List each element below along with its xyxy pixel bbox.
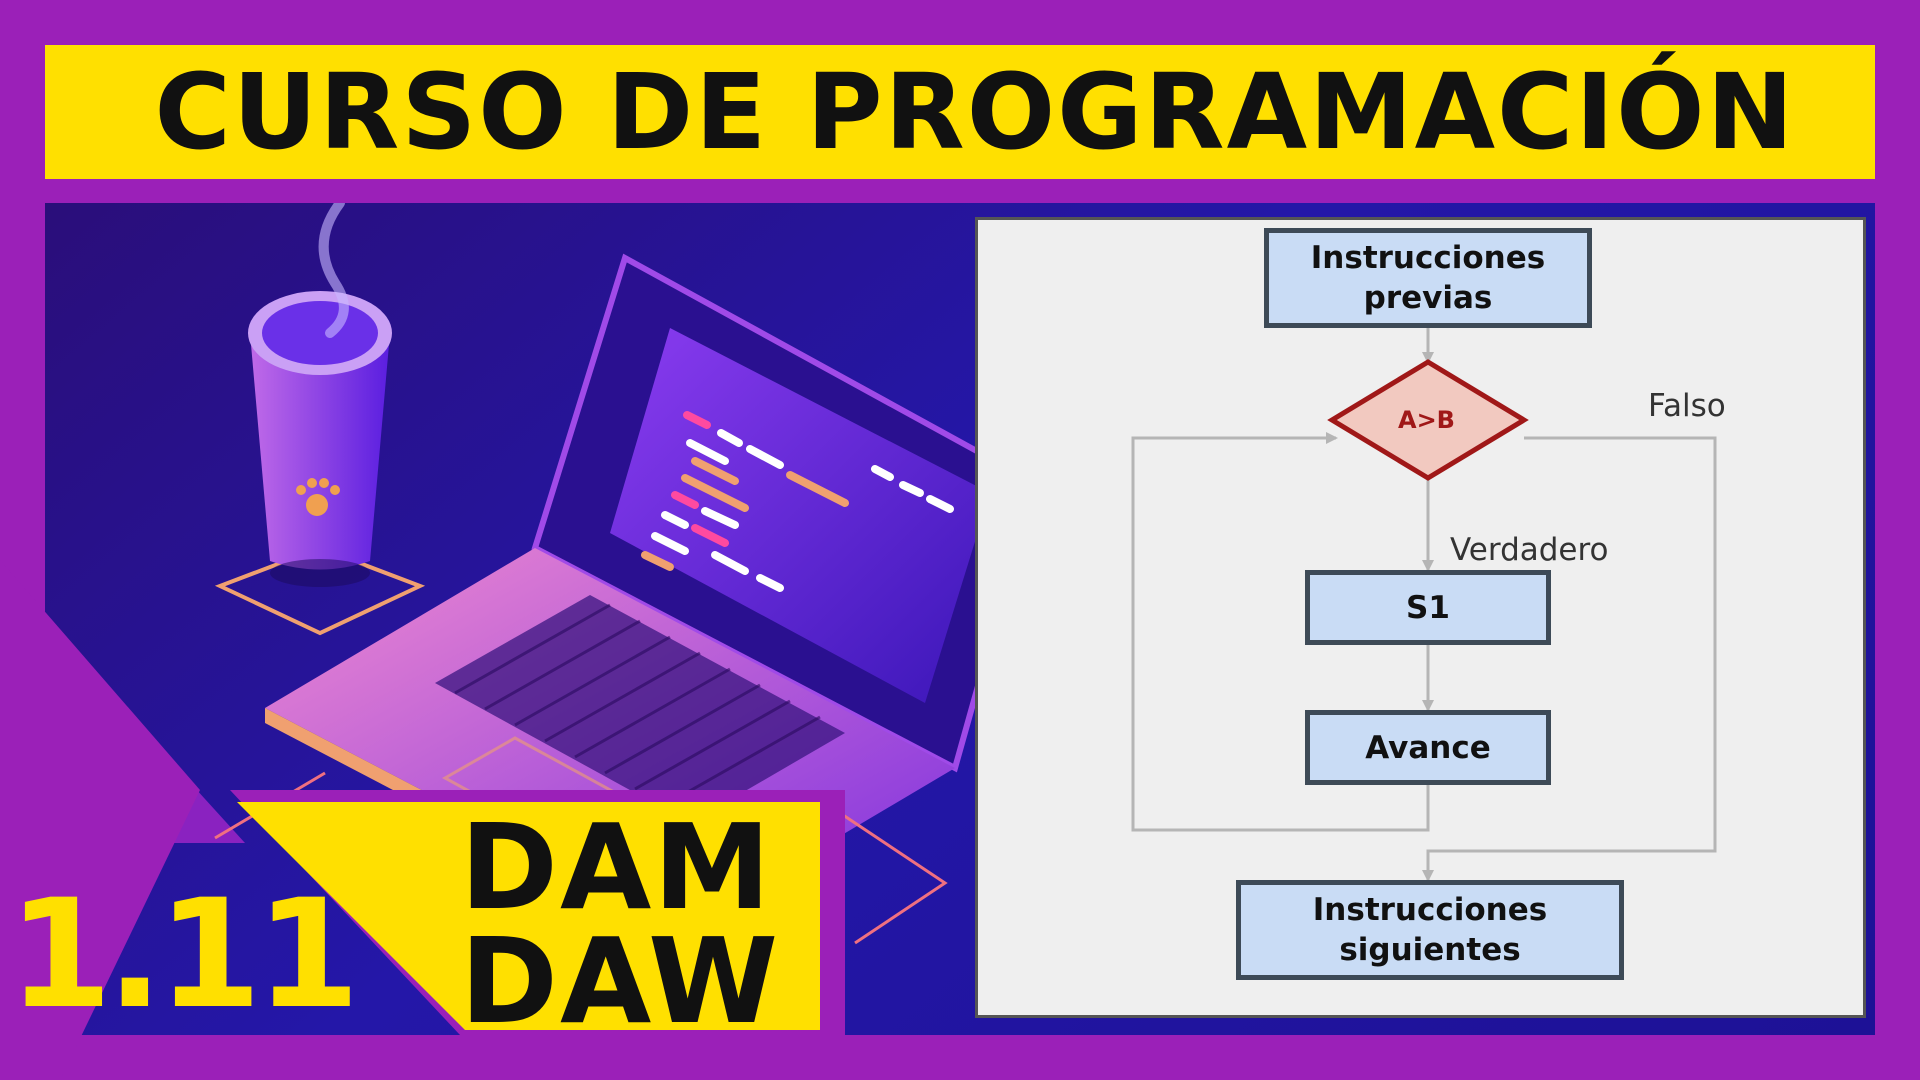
false-branch-label: Falso: [1648, 388, 1726, 424]
badge-line1: DAM: [460, 798, 773, 936]
steam-icon: [318, 203, 349, 338]
node-advance: Avance: [1305, 710, 1551, 785]
edge-loop-back: [1131, 432, 1430, 832]
episode-number: 1.11: [8, 868, 360, 1042]
node-next-instructions: Instrucciones siguientes: [1236, 880, 1624, 980]
edge-condition-false: [1422, 436, 1717, 882]
condition-label: A>B: [1398, 406, 1455, 434]
coffee-cup-icon: [248, 291, 392, 587]
flowchart-panel: Instrucciones previas A>B S1 Avance Inst…: [975, 217, 1866, 1018]
true-branch-label: Verdadero: [1450, 532, 1609, 568]
node-s1: S1: [1305, 570, 1551, 645]
node-previous-instructions: Instrucciones previas: [1264, 228, 1592, 328]
course-title: CURSO DE PROGRAMACIÓN: [154, 51, 1796, 173]
condition-diamond: [1327, 359, 1529, 481]
paw-print-icon: [296, 478, 340, 516]
title-banner: CURSO DE PROGRAMACIÓN: [45, 45, 1875, 179]
badge-line2: DAW: [460, 912, 781, 1050]
flowchart-connectors: [1131, 326, 1717, 882]
